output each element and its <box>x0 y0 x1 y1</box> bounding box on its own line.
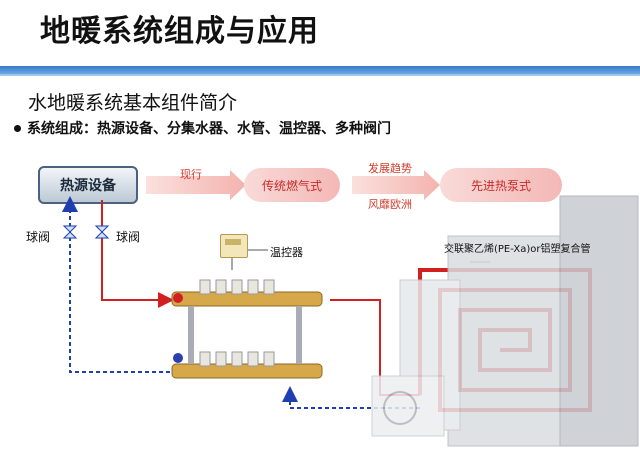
bullet-dot-icon <box>14 124 21 132</box>
bullet-item: 系统组成：热源设备、分集水器、水管、温控器、多种阀门 <box>14 118 391 138</box>
ball-valve-icon-left <box>62 225 78 239</box>
label-trend-europe: 风靡欧洲 <box>368 198 412 211</box>
flow-arrow-2 <box>352 170 440 200</box>
bullet-text: 系统组成：热源设备、分集水器、水管、温控器、多种阀门 <box>27 121 391 137</box>
stage-heat-pump: 先进热泵式 <box>440 168 562 202</box>
supply-pipe-red <box>101 200 174 308</box>
label-current: 现行 <box>180 168 202 181</box>
valve-label-left: 球阀 <box>26 230 51 244</box>
label-trend: 发展趋势 <box>368 162 412 175</box>
heat-pump-units-icon <box>371 195 639 447</box>
heat-source-box: 热源设备 <box>38 166 138 204</box>
section-subtitle: 水地暖系统基本组件简介 <box>28 92 238 114</box>
manifold-icon <box>171 279 323 379</box>
stage-traditional-gas: 传统燃气式 <box>244 168 340 202</box>
pipe-label: 交联聚乙烯(PE-Xa)or铝塑复合管 <box>444 244 591 255</box>
page-title: 地暖系统组成与应用 <box>40 14 319 49</box>
return-pipe-blue <box>62 196 170 373</box>
thermostat-label: 温控器 <box>270 246 303 259</box>
valve-label-right: 球阀 <box>116 230 141 244</box>
title-bar-accent <box>0 74 640 76</box>
title-bar <box>0 66 640 74</box>
ball-valve-icon-right <box>94 225 110 239</box>
thermostat-icon <box>220 234 248 258</box>
flow-arrow-1 <box>146 170 246 200</box>
